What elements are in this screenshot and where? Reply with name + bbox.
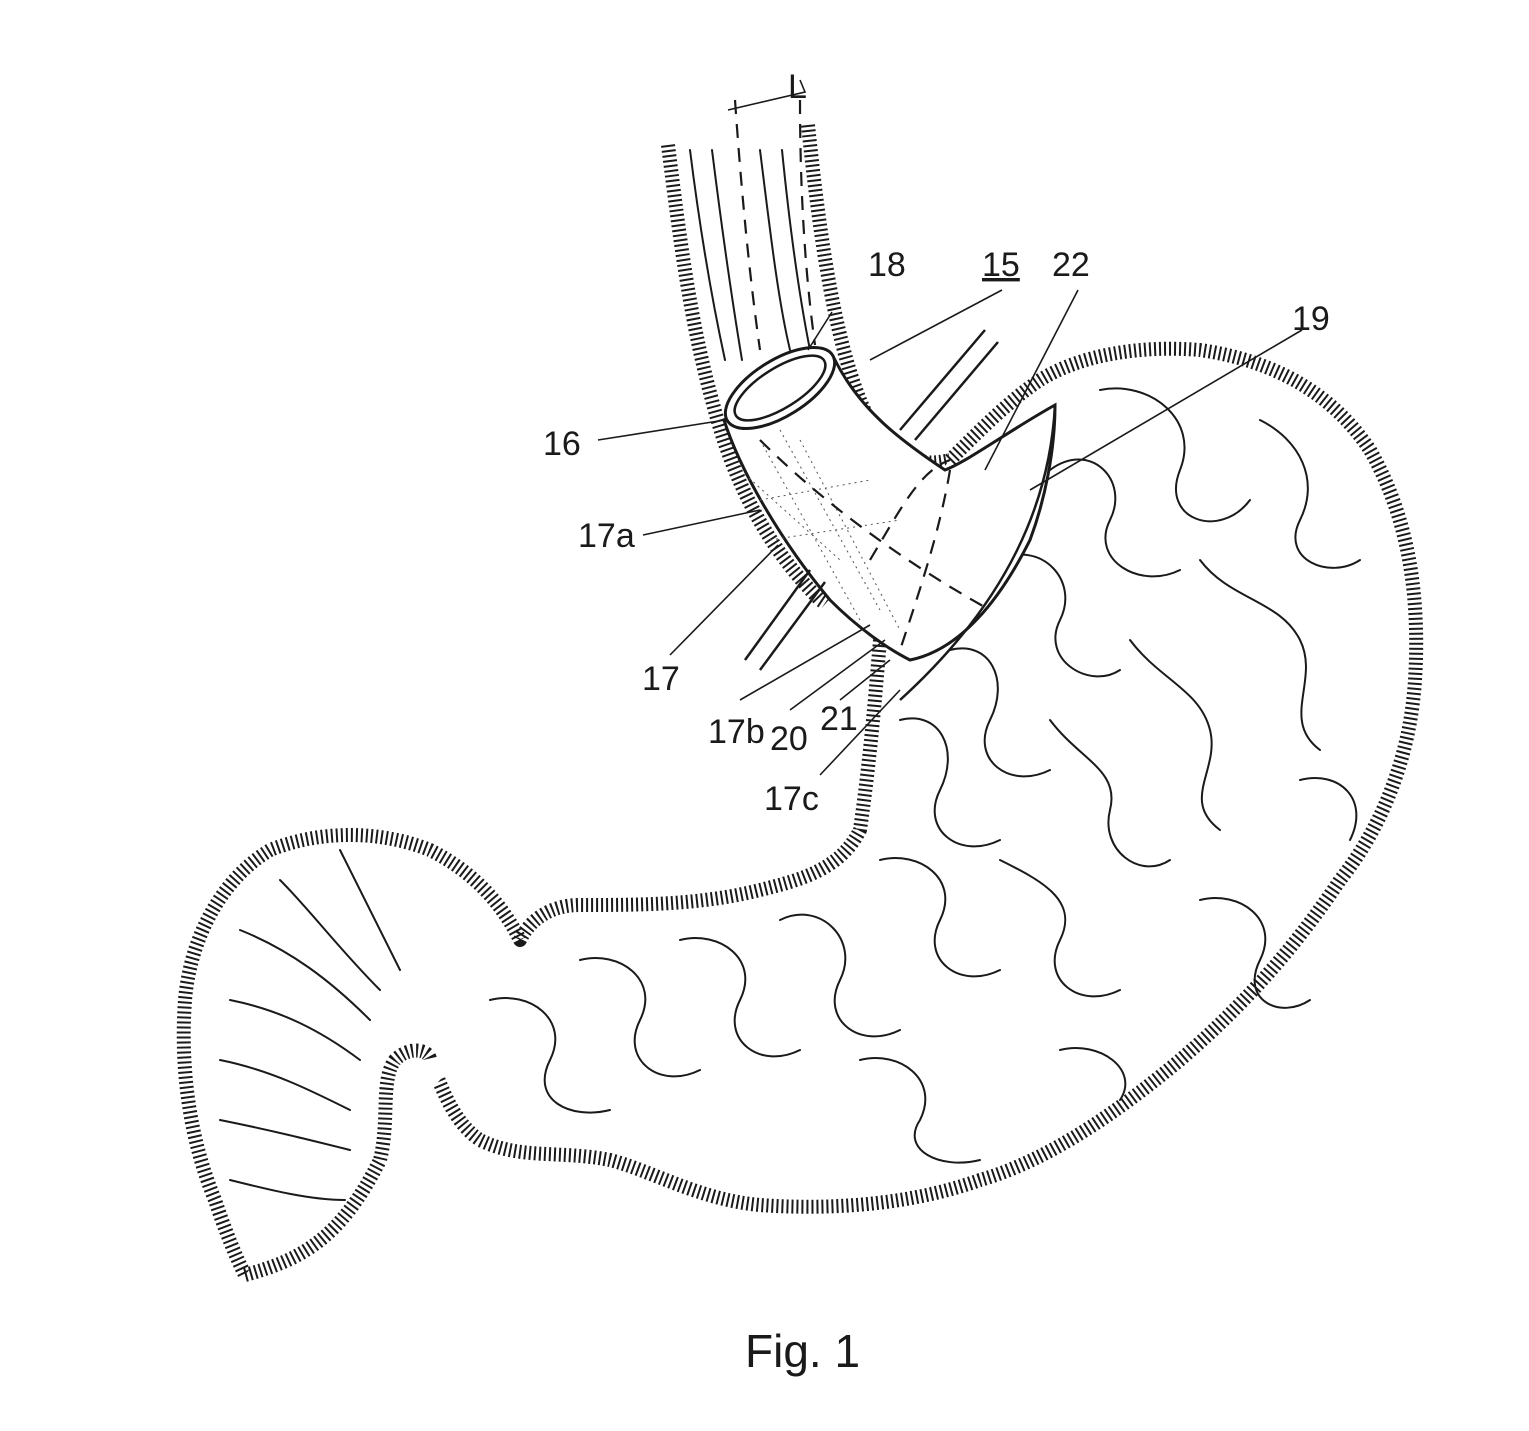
label-22: 22 — [1052, 246, 1090, 284]
label-17a: 17a — [578, 517, 635, 555]
label-17b: 17b — [708, 713, 765, 751]
label-21: 21 — [820, 700, 858, 738]
label-17: 17 — [642, 660, 680, 698]
label-17c: 17c — [764, 780, 819, 818]
label-20: 20 — [770, 720, 808, 758]
label-L: L — [788, 68, 807, 106]
figure-caption: Fig. 1 — [745, 1325, 860, 1377]
label-19: 19 — [1292, 300, 1330, 338]
label-16: 16 — [543, 425, 581, 463]
label-18: 18 — [868, 246, 906, 284]
label-15: 15 — [982, 246, 1020, 284]
